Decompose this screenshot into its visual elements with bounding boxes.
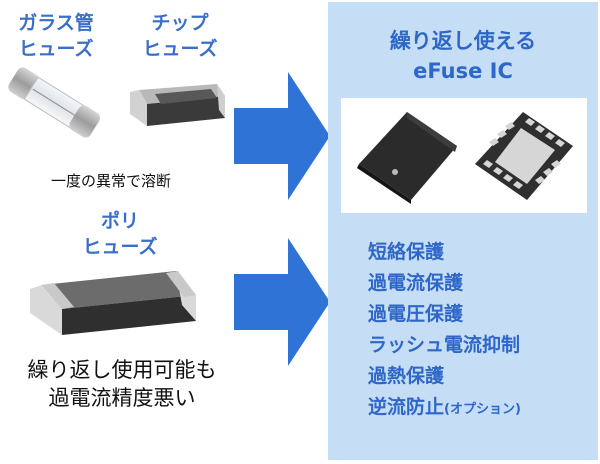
efuse-panel [328, 2, 598, 460]
feature-item: 過電圧保護 [368, 303, 464, 325]
glass-fuse-label-line1: ガラス管 [18, 12, 94, 34]
upper-arrow [234, 72, 330, 200]
efuse-ic-bottom-image [475, 112, 573, 200]
chip-fuse-label-line1: チップ [151, 12, 209, 34]
poly-caption-line2: 過電流精度悪い [48, 386, 196, 410]
lower-arrow [234, 238, 330, 366]
one-time-caption: 一度の異常で溶断 [51, 172, 172, 190]
chip-fuse-label-line2: ヒューズ [142, 38, 218, 60]
poly-fuse-label: ポリ ヒューズ [72, 208, 168, 260]
chip-fuse-label: チップ ヒューズ [132, 10, 228, 62]
feature-item: 過熱保護 [368, 365, 445, 387]
chip-fuse-image [130, 84, 225, 126]
feature-list: 短絡保護 過電流保護 過電圧保護 ラッシュ電流抑制 過熱保護 逆流防止(オプショ… [368, 237, 598, 425]
feature-item-last: 逆流防止(オプション) [368, 392, 598, 425]
feature-option-note: (オプション) [444, 402, 521, 417]
feature-item: ラッシュ電流抑制 [368, 334, 521, 356]
poly-fuse-image [30, 271, 196, 335]
glass-fuse-label: ガラス管 ヒューズ [8, 10, 104, 62]
efuse-chip-box [341, 98, 587, 213]
efuse-title: 繰り返し使える eFuse IC [328, 26, 598, 86]
poly-caption-line1: 繰り返し使用可能も [27, 358, 217, 382]
poly-fuse-label-line1: ポリ [100, 210, 139, 232]
feature-item: 過電流保護 [368, 272, 464, 294]
glass-fuse-label-line2: ヒューズ [18, 38, 94, 60]
efuse-title-line2: eFuse IC [413, 59, 513, 83]
feature-item-label: 逆流防止 [368, 396, 445, 418]
poly-fuse-label-line2: ヒューズ [82, 236, 158, 258]
poly-caption: 繰り返し使用可能も 過電流精度悪い [8, 356, 236, 412]
efuse-title-line1: 繰り返し使える [389, 29, 537, 53]
feature-item: 短絡保護 [368, 241, 445, 263]
efuse-ic-top-image [357, 112, 457, 204]
glass-fuse-image [8, 67, 101, 138]
